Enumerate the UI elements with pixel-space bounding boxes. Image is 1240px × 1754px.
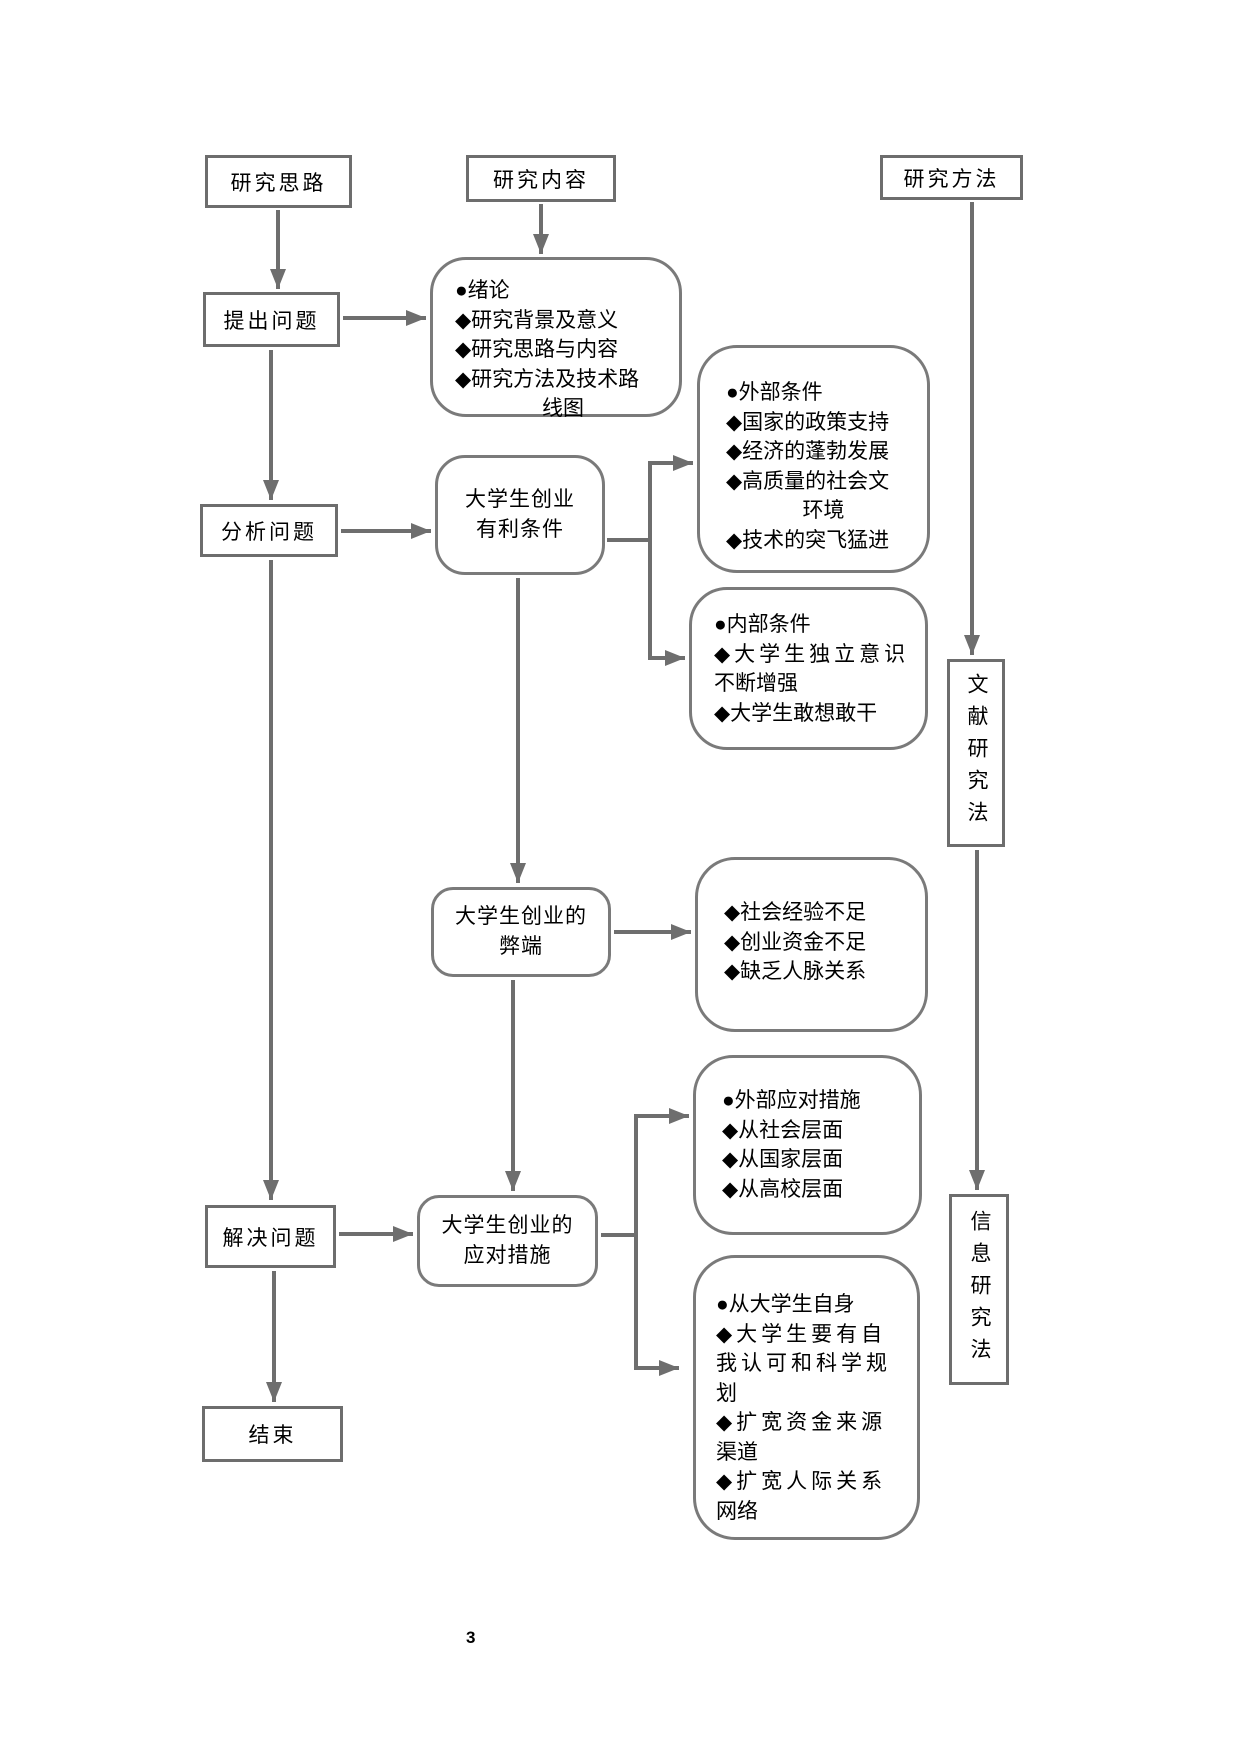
node-information-research-method: 信息研究法 [949, 1194, 1009, 1385]
bullet-line: ◆研究思路与内容 [455, 338, 619, 361]
node-startup-advantages: 大学生创业 有利条件 [435, 455, 605, 575]
bullet-line: ◆技术的突飞猛进 [726, 528, 890, 552]
branch-measures-to-external [601, 1108, 689, 1237]
node-research-approach: 研究思路 [205, 155, 352, 208]
bullet-line: 渠道 [716, 1440, 758, 1464]
node-literature-research-method: 文献研究法 [947, 659, 1005, 847]
branch-advantages-to-internal [648, 540, 685, 666]
node-drawback-list: ◆社会经验不足 ◆创业资金不足 ◆缺乏人脉关系 [695, 857, 928, 1032]
branch-advantages-to-external [607, 455, 693, 542]
bullet-line: ●内部条件 [714, 613, 811, 636]
node-analyze-problem: 分析问题 [200, 504, 338, 557]
bullet-line: ◆缺乏人脉关系 [724, 960, 867, 983]
bullet-line: ◆从国家层面 [722, 1148, 844, 1171]
bullet-line: ◆大学生敢想敢干 [714, 701, 878, 725]
node-end: 结束 [202, 1406, 343, 1462]
bullet-line: 线图 [542, 397, 584, 420]
bullet-line: ◆国家的政策支持 [726, 410, 890, 434]
bullet-line: ◆从社会层面 [722, 1118, 844, 1142]
page-number: 3 [466, 1628, 476, 1647]
bullet-line: ◆社会经验不足 [724, 901, 867, 924]
node-introduction: ●绪论 ◆研究背景及意义 ◆研究思路与内容 ◆研究方法及技术路 线图 [430, 257, 682, 420]
bullet-line: ●外部条件 [726, 381, 823, 404]
node-startup-drawbacks: 大学生创业的 弊端 [431, 887, 611, 977]
branch-measures-to-self [634, 1235, 679, 1376]
bullet-line: 环境 [802, 499, 845, 522]
bullet-line: ◆大学生要有自 [716, 1322, 887, 1346]
bullet-line: ◆研究方法及技术路 [455, 367, 640, 391]
bullet-line: 不断增强 [714, 672, 798, 695]
node-research-method: 研究方法 [880, 155, 1023, 200]
node-startup-measures: 大学生创业的 应对措施 [417, 1195, 598, 1287]
bullet-line: ◆扩宽人际关系 [716, 1470, 887, 1493]
node-label-line: 大学生创业的 [441, 1214, 574, 1237]
node-self-measures: ●从大学生自身 ◆大学生要有自 我认可和科学规 划 ◆扩宽资金来源 渠道 ◆扩宽… [693, 1255, 920, 1540]
bullet-line: ◆大学生独立意识 [714, 642, 910, 666]
node-external-measures: ●外部应对措施 ◆从社会层面 ◆从国家层面 ◆从高校层面 [693, 1055, 922, 1235]
node-label-line: 有利条件 [476, 518, 564, 541]
node-solve-problem: 解决问题 [205, 1205, 336, 1268]
bullet-line: ●从大学生自身 [716, 1293, 855, 1316]
bullet-line: ◆研究背景及意义 [455, 308, 619, 332]
bullet-line: ◆创业资金不足 [724, 930, 867, 954]
bullet-line: ◆经济的蓬勃发展 [726, 440, 890, 463]
bullet-line: 划 [716, 1381, 737, 1405]
bullet-line: ●绪论 [455, 279, 510, 302]
node-internal-conditions: ●内部条件 ◆大学生独立意识 不断增强 ◆大学生敢想敢干 [689, 587, 928, 750]
bullet-line: ◆高质量的社会文 [726, 469, 890, 493]
node-label-line: 大学生创业的 [455, 905, 587, 928]
node-label-line: 弊端 [499, 935, 543, 958]
bullet-line: ●外部应对措施 [722, 1089, 861, 1112]
bullet-line: ◆从高校层面 [722, 1177, 844, 1201]
bullet-line: 我认可和科学规 [716, 1352, 891, 1375]
node-research-content: 研究内容 [466, 155, 616, 202]
node-label-line: 应对措施 [463, 1244, 552, 1267]
node-external-conditions: ●外部条件 ◆国家的政策支持 ◆经济的蓬勃发展 ◆高质量的社会文 环境 ◆技术的… [697, 345, 930, 573]
node-label-line: 大学生创业 [465, 488, 575, 511]
bullet-line: ◆扩宽资金来源 [716, 1411, 887, 1434]
bullet-line: 网络 [716, 1499, 758, 1523]
node-raise-problem: 提出问题 [203, 292, 340, 347]
